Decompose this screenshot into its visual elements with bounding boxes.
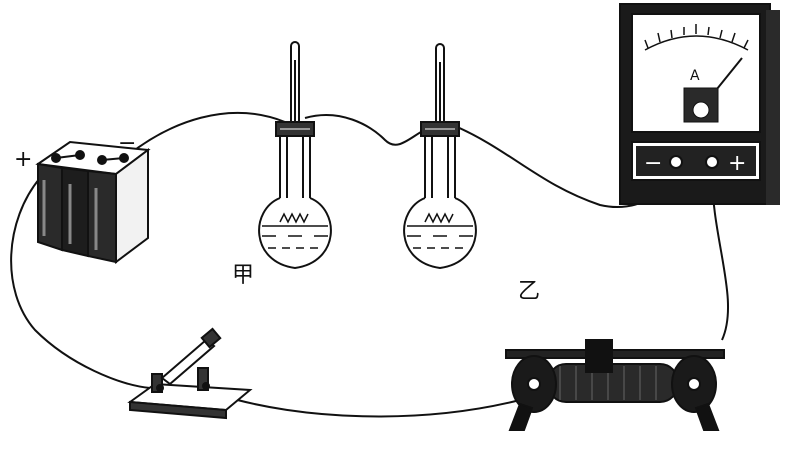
liquid-yi <box>407 225 473 249</box>
ammeter-terminal-plus <box>705 155 719 169</box>
battery: + − <box>14 131 151 264</box>
flask-label-yi: 乙 <box>518 279 540 304</box>
wire-battery-to-switch <box>10 177 151 389</box>
battery-terminals <box>51 150 129 165</box>
wire-battery-to-flask-jia <box>121 111 286 161</box>
battery-cells <box>37 148 149 264</box>
ammeter-terminal-minus <box>669 155 683 169</box>
heating-coil-jia <box>279 212 309 224</box>
flask-label-jia: 甲 <box>232 263 254 288</box>
ammeter-scale <box>644 35 749 51</box>
switch-blade <box>160 338 216 386</box>
ammeter-ticks <box>644 24 749 49</box>
ammeter-unit-letter: A <box>690 68 700 84</box>
flask-yi <box>403 43 477 270</box>
rheostat-slider-bar <box>505 349 725 359</box>
knife-switch <box>127 327 253 420</box>
switch-handle <box>200 327 222 349</box>
battery-plus-sign: + <box>14 147 32 172</box>
rheostat <box>505 339 725 431</box>
wire-flask-jia-to-yi <box>304 114 436 146</box>
liquid-jia <box>262 225 328 249</box>
flask-bulb-yi <box>403 197 477 270</box>
ammeter: A − + <box>619 3 780 205</box>
flask-jia <box>258 41 332 270</box>
ammeter-minus-sign: − <box>644 151 662 176</box>
flask-bulb-jia <box>258 197 332 270</box>
rheostat-slider <box>585 339 613 373</box>
heating-coil-yi <box>424 212 454 224</box>
ammeter-plus-sign: + <box>728 151 746 176</box>
wire-rheostat-to-switch <box>219 394 521 418</box>
